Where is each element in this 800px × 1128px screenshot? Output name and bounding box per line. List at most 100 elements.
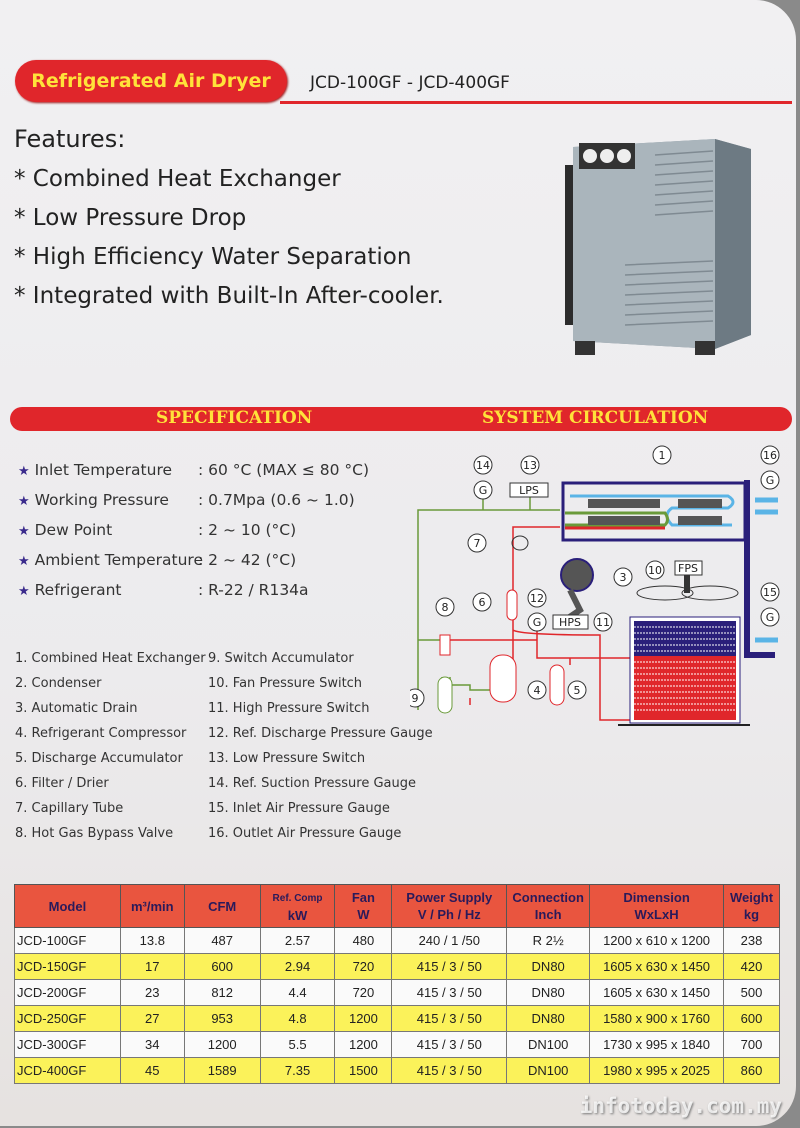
table-cell: 2.94 — [259, 953, 336, 980]
legend-item: 16. Outlet Air Pressure Gauge — [208, 826, 402, 841]
spec-row: ★ Inlet Temperature: 60 °C (MAX ≤ 80 °C) — [18, 461, 370, 479]
spec-value: : 60 °C (MAX ≤ 80 °C) — [198, 461, 370, 479]
label-7: 7 — [474, 537, 481, 550]
legend-item: 3. Automatic Drain — [15, 701, 138, 716]
spec-row: ★ Dew Point: 2 ~ 10 (°C) — [18, 521, 297, 539]
table-cell: 415 / 3 / 50 — [391, 979, 508, 1006]
table-cell: 4.8 — [259, 1005, 336, 1032]
legend-item: 15. Inlet Air Pressure Gauge — [208, 801, 390, 816]
system-circulation-diagram: 1 14 G 13 LPS 16 G 15 G 7 3 10 FPS 6 12 … — [410, 445, 780, 726]
label-5: 5 — [574, 684, 581, 697]
label-15: 15 — [763, 586, 777, 599]
table-cell: 487 — [183, 927, 261, 954]
table-cell: 1730 x 995 x 1840 — [589, 1031, 724, 1058]
table-cell: DN80 — [506, 979, 591, 1006]
fps-label: FPS — [678, 562, 698, 575]
label-1: 1 — [659, 449, 666, 462]
table-cell: 500 — [722, 979, 781, 1006]
table-cell: JCD-200GF — [14, 979, 121, 1006]
table-cell: 1200 — [334, 1005, 393, 1032]
table-cell: 1605 x 630 x 1450 — [589, 979, 724, 1006]
hps-label: HPS — [559, 616, 581, 629]
table-cell: 812 — [183, 979, 261, 1006]
table-cell: 1500 — [334, 1057, 393, 1084]
table-cell: 7.35 — [259, 1057, 336, 1084]
table-cell: 2.57 — [259, 927, 336, 954]
table-cell: 17 — [119, 953, 185, 980]
table-cell: JCD-250GF — [14, 1005, 121, 1032]
legend-item: 10. Fan Pressure Switch — [208, 676, 363, 691]
table-cell: DN80 — [506, 953, 591, 980]
gauge-g: G — [479, 484, 488, 497]
table-cell: 4.4 — [259, 979, 336, 1006]
table-cell: 1580 x 900 x 1760 — [589, 1005, 724, 1032]
spec-row: ★ Working Pressure: 0.7Mpa (0.6 ~ 1.0) — [18, 491, 355, 509]
table-cell: 720 — [334, 979, 393, 1006]
legend-item: 6. Filter / Drier — [15, 776, 109, 791]
table-cell: DN100 — [506, 1057, 591, 1084]
table-cell: DN80 — [506, 1005, 591, 1032]
spec-label: Inlet Temperature — [34, 461, 173, 479]
spec-row: ★ Refrigerant: R-22 / R134a — [18, 581, 309, 599]
spec-row: ★ Ambient Temperature: 2 ~ 42 (°C) — [18, 551, 297, 569]
table-cell: 1200 — [334, 1031, 393, 1058]
table-cell: 700 — [722, 1031, 781, 1058]
table-cell: 1200 — [183, 1031, 261, 1058]
system-circulation-heading: SYSTEM CIRCULATION — [482, 408, 709, 428]
spec-value: : 0.7Mpa (0.6 ~ 1.0) — [198, 491, 355, 509]
col-cfm: CFM — [183, 884, 261, 928]
legend-item: 5. Discharge Accumulator — [15, 751, 183, 766]
label-8: 8 — [442, 601, 449, 614]
spec-value: : 2 ~ 42 (°C) — [198, 551, 297, 569]
legend-item: 14. Ref. Suction Pressure Gauge — [208, 776, 416, 791]
table-cell: 415 / 3 / 50 — [391, 953, 508, 980]
label-14: 14 — [476, 459, 490, 472]
legend-item: 2. Condenser — [15, 676, 102, 691]
gauge-g: G — [533, 616, 542, 629]
feature-item: * Integrated with Built-In After-cooler. — [14, 283, 444, 309]
table-cell: 23 — [119, 979, 185, 1006]
col-model: Model — [14, 884, 121, 928]
table-cell: JCD-100GF — [14, 927, 121, 954]
table-cell: 720 — [334, 953, 393, 980]
table-cell: 1200 x 610 x 1200 — [589, 927, 724, 954]
legend-item: 13. Low Pressure Switch — [208, 751, 366, 766]
gauge-g: G — [766, 474, 775, 487]
label-4: 4 — [534, 684, 541, 697]
spec-label: Dew Point — [34, 521, 113, 539]
gauge-g: G — [766, 611, 775, 624]
table-cell: 420 — [722, 953, 781, 980]
legend-item: 4. Refrigerant Compressor — [15, 726, 187, 741]
label-6: 6 — [479, 596, 486, 609]
table-cell: JCD-400GF — [14, 1057, 121, 1084]
label-13: 13 — [523, 459, 537, 472]
table-cell: 1589 — [183, 1057, 261, 1084]
table-cell: 415 / 3 / 50 — [391, 1031, 508, 1058]
feature-item: * High Efficiency Water Separation — [14, 244, 412, 270]
legend-item: 11. High Pressure Switch — [208, 701, 370, 716]
table-cell: 415 / 3 / 50 — [391, 1057, 508, 1084]
specification-heading: SPECIFICATION — [156, 408, 313, 428]
table-cell: R 2½ — [506, 927, 591, 954]
table-cell: 600 — [183, 953, 261, 980]
legend-item: 9. Switch Accumulator — [208, 651, 354, 666]
legend-item: 1. Combined Heat Exchanger — [15, 651, 206, 666]
table-cell: 240 / 1 /50 — [391, 927, 508, 954]
spec-label: Refrigerant — [34, 581, 122, 599]
table-cell: 1605 x 630 x 1450 — [589, 953, 724, 980]
spec-label: Ambient Temperature — [34, 551, 203, 569]
feature-item: * Low Pressure Drop — [14, 205, 247, 231]
